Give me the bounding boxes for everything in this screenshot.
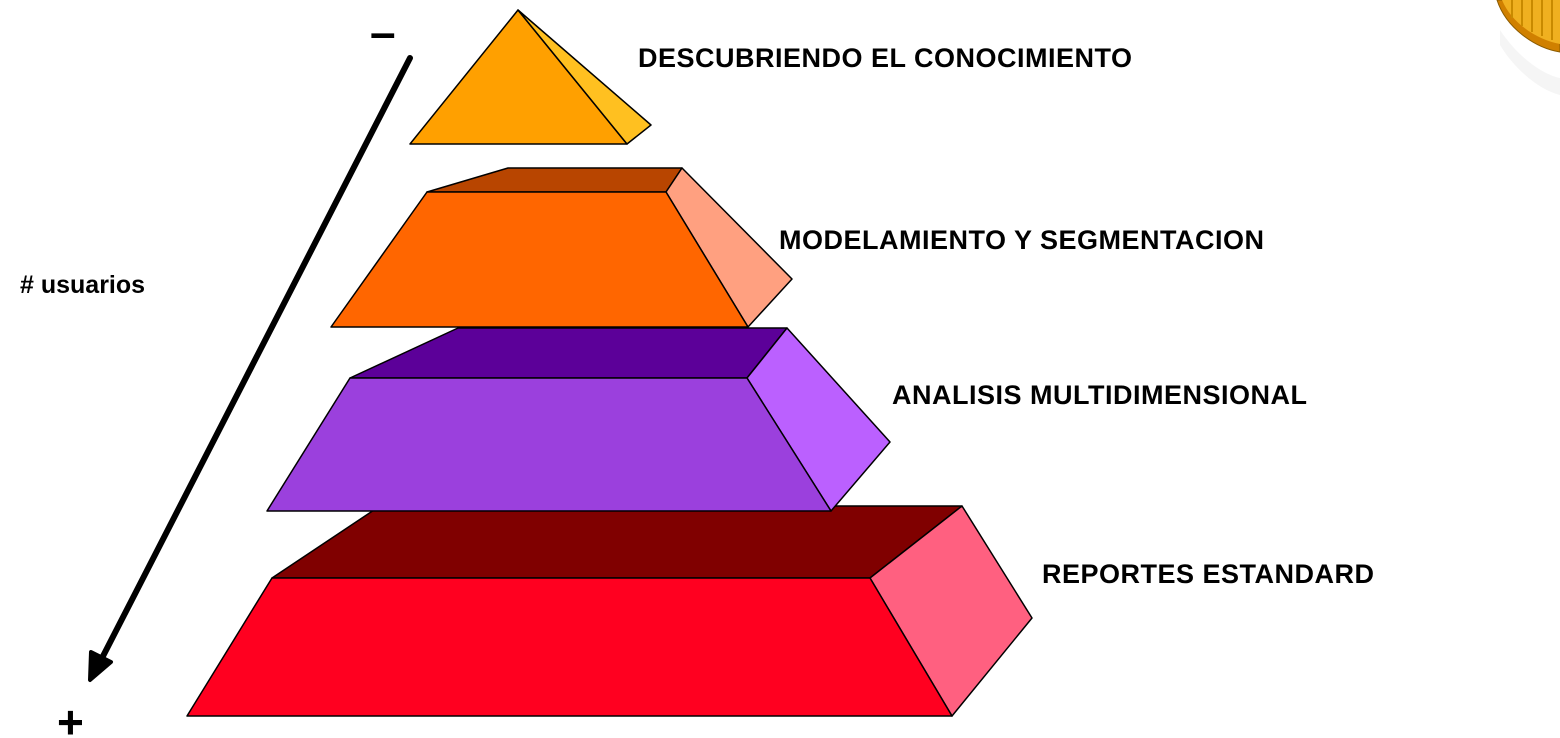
level-analisis-top (349, 327, 788, 379)
level-label-descubriendo: DESCUBRIENDO EL CONOCIMIENTO (638, 43, 1133, 73)
pyramid-level-reportes (186, 505, 1033, 717)
level-reportes-top (271, 505, 963, 579)
level-modelamiento-front (330, 191, 749, 328)
level-label-reportes: REPORTES ESTANDARD (1042, 559, 1375, 589)
level-reportes-front (186, 577, 953, 717)
pyramid-level-analisis (266, 327, 891, 512)
pyramid-level-descubriendo (409, 9, 652, 145)
axis-label: # usuarios (20, 271, 145, 299)
level-analisis-front (266, 377, 832, 512)
axis-bottom-sign: + (57, 696, 84, 738)
level-label-modelamiento: MODELAMIENTO Y SEGMENTACION (779, 225, 1265, 255)
pyramid-level-modelamiento (330, 167, 793, 328)
axis-top-sign: – (370, 6, 396, 58)
level-descubriendo-side (517, 9, 652, 145)
level-modelamiento-top (426, 167, 683, 193)
level-label-analisis: ANALISIS MULTIDIMENSIONAL (892, 380, 1307, 410)
coin-graphic-icon (1496, 0, 1560, 95)
arrowhead-icon (88, 650, 113, 682)
users-axis-arrow (88, 55, 413, 682)
